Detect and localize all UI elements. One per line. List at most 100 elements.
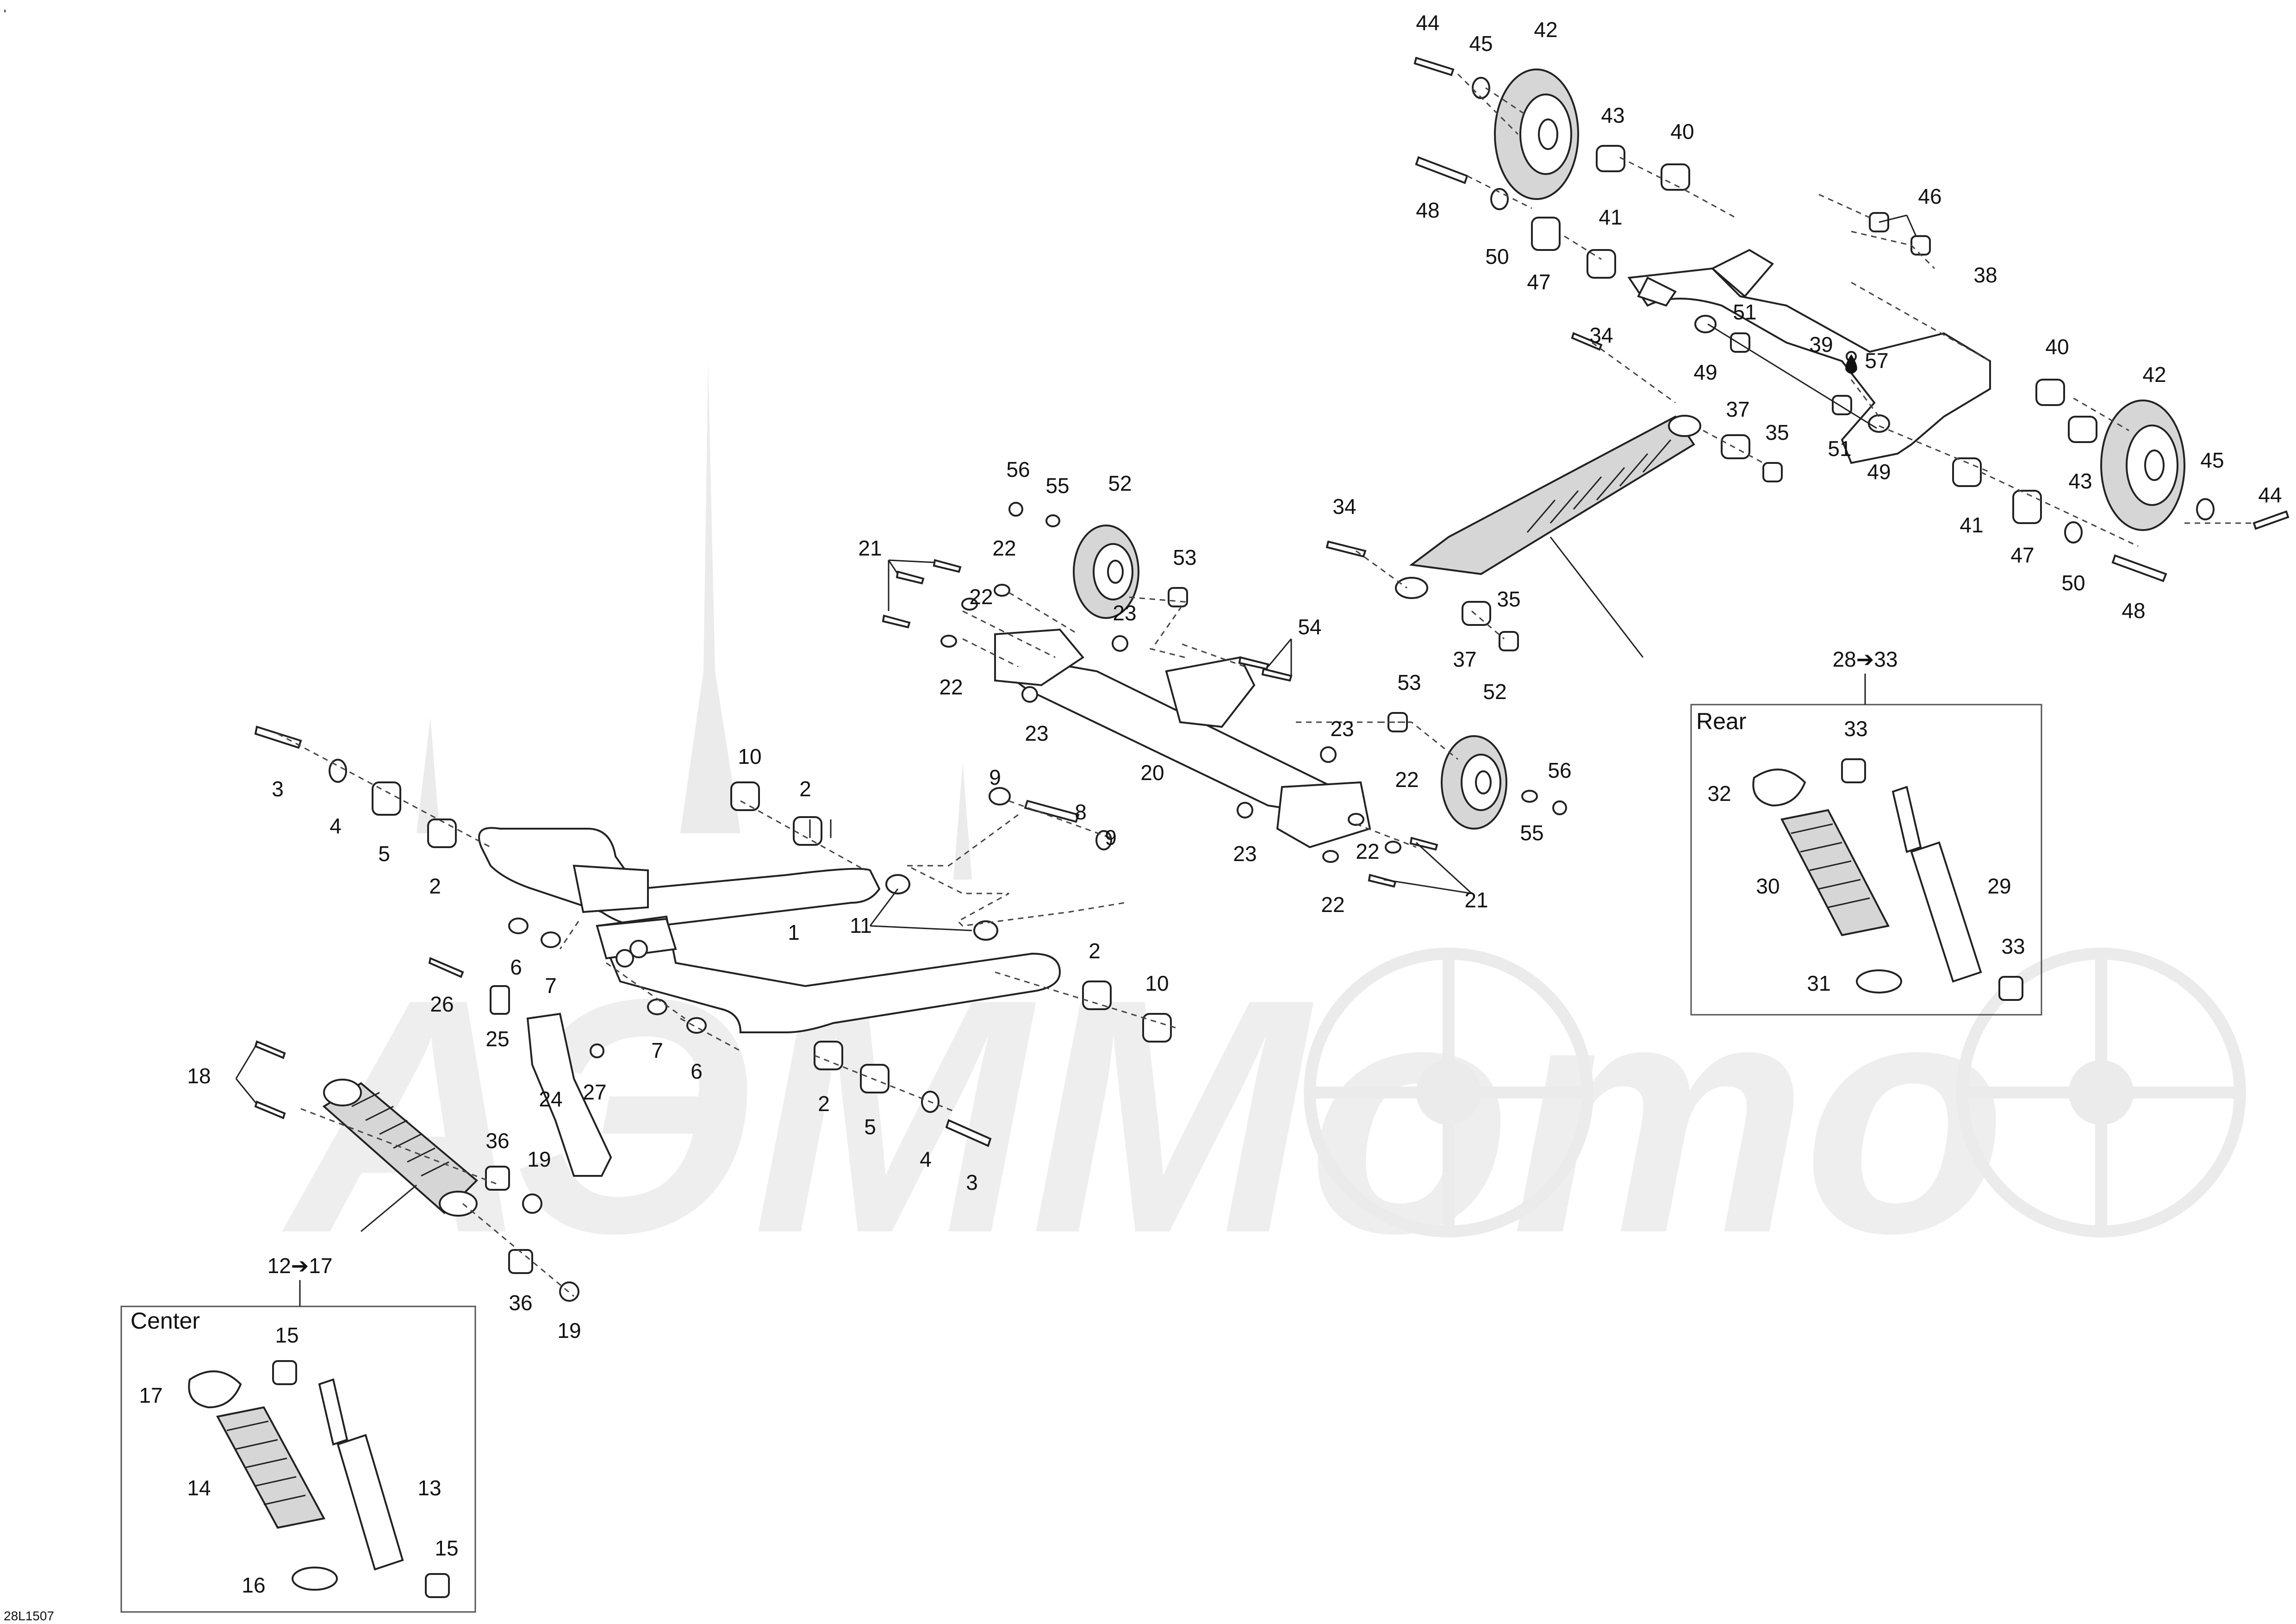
callout-52: 52 (1483, 680, 1506, 704)
callout-50: 50 (2061, 571, 2085, 595)
callout-43: 43 (1601, 103, 1624, 127)
range-label-28-33: 28➔33 (1833, 647, 1898, 671)
callout-22: 22 (939, 675, 963, 699)
callout-41: 41 (1599, 205, 1622, 229)
center-beam-assembly (882, 502, 1567, 888)
callout-10: 10 (1145, 971, 1169, 995)
callout-2: 2 (799, 777, 811, 801)
callout-10: 10 (738, 744, 761, 768)
callout-48: 48 (2122, 599, 2145, 623)
callout-23: 23 (1025, 721, 1048, 745)
callout-47: 47 (2010, 543, 2034, 567)
callout-46: 46 (1918, 184, 1941, 208)
callout-32: 32 (1707, 781, 1731, 806)
callout-40: 40 (2045, 335, 2069, 359)
callout-44: 44 (2258, 483, 2282, 507)
callout-56: 56 (1006, 457, 1030, 481)
callout-13: 13 (417, 1476, 441, 1500)
callout-19: 19 (557, 1318, 581, 1343)
rear-inset-title: Rear (1696, 708, 1746, 734)
callout-18: 18 (187, 1064, 211, 1088)
callout-52: 52 (1108, 471, 1132, 495)
callout-25: 25 (485, 1027, 509, 1051)
callout-7: 7 (651, 1038, 663, 1062)
callout-8: 8 (1075, 800, 1087, 824)
callout-21: 21 (1464, 888, 1488, 912)
callout-9: 9 (989, 765, 1001, 789)
front-arm-assembly (254, 725, 1176, 1302)
callout-5: 5 (378, 842, 390, 866)
center-inset-parts (188, 1360, 450, 1598)
callout-51: 51 (1733, 300, 1756, 324)
callout-31: 31 (1807, 971, 1830, 995)
callout-35: 35 (1765, 420, 1789, 444)
callout-15: 15 (275, 1323, 299, 1347)
center-inset-title: Center (131, 1308, 200, 1334)
idler-wheel-52-lower (1441, 735, 1507, 830)
callout-6: 6 (691, 1059, 703, 1083)
range-label-12-17: 12➔17 (268, 1254, 333, 1278)
callout-numbers: 1 2 2 2 2 3 3 4 4 5 5 6 6 7 7 8 9 9 10 1… (139, 11, 2282, 1597)
callout-44: 44 (1416, 11, 1439, 35)
callout-22: 22 (1395, 768, 1419, 792)
watermark-text: АЭММото (279, 930, 2007, 1302)
center-inset-box (120, 1305, 476, 1613)
callout-55: 55 (1045, 474, 1069, 498)
callout-38: 38 (1973, 263, 1997, 287)
callout-19: 19 (527, 1147, 551, 1171)
callout-42: 42 (2142, 362, 2166, 387)
callout-57: 57 (1865, 349, 1888, 373)
callout-24: 24 (539, 1087, 562, 1111)
callout-16: 16 (242, 1573, 265, 1597)
callout-54: 54 (1298, 615, 1321, 639)
callout-11: 11 (850, 913, 872, 937)
callout-23: 23 (1233, 842, 1257, 866)
callout-2: 2 (1089, 939, 1101, 963)
callout-4: 4 (920, 1147, 932, 1171)
callout-3: 3 (272, 777, 284, 801)
callout-40: 40 (1670, 119, 1694, 144)
callout-leaders (235, 214, 1917, 1232)
callout-47: 47 (1527, 270, 1550, 294)
callout-41: 41 (1960, 513, 1983, 537)
callout-22: 22 (992, 536, 1016, 560)
callout-2: 2 (429, 874, 441, 898)
callout-6: 6 (510, 955, 522, 979)
callout-34: 34 (1332, 494, 1356, 518)
callout-33: 33 (1844, 717, 1867, 741)
callout-43: 43 (2068, 469, 2092, 493)
rear-shock (1395, 415, 1701, 599)
callout-15: 15 (435, 1536, 458, 1560)
rear-arm-assembly (1325, 56, 2290, 651)
callout-49: 49 (1867, 460, 1891, 484)
callout-2: 2 (818, 1092, 830, 1116)
callout-22: 22 (1356, 839, 1379, 863)
callout-36: 36 (509, 1291, 532, 1315)
callout-48: 48 (1416, 198, 1439, 222)
lubricant-drop-icon (1845, 354, 1857, 374)
callout-51: 51 (1828, 437, 1851, 461)
callout-39: 39 (1809, 332, 1833, 356)
callout-29: 29 (1987, 874, 2011, 898)
callout-4: 4 (330, 814, 342, 838)
callout-7: 7 (545, 974, 557, 998)
callout-9: 9 (1105, 825, 1117, 849)
callout-53: 53 (1173, 545, 1196, 569)
callout-45: 45 (2200, 448, 2224, 472)
idler-wheel-42-lower (2100, 400, 2185, 531)
callout-50: 50 (1485, 244, 1509, 269)
callout-26: 26 (430, 992, 454, 1016)
rear-inset-box (1690, 704, 2042, 1016)
callout-49: 49 (1693, 360, 1717, 384)
callout-45: 45 (1469, 31, 1493, 56)
callout-34: 34 (1589, 323, 1613, 347)
callout-21: 21 (858, 536, 882, 560)
callout-35: 35 (1497, 587, 1520, 611)
corner-mark: ' (4, 7, 6, 21)
callout-1: 1 (788, 920, 800, 944)
callout-22: 22 (969, 585, 993, 609)
callout-20: 20 (1140, 761, 1164, 785)
callout-30: 30 (1756, 874, 1780, 898)
callout-14: 14 (187, 1476, 211, 1500)
